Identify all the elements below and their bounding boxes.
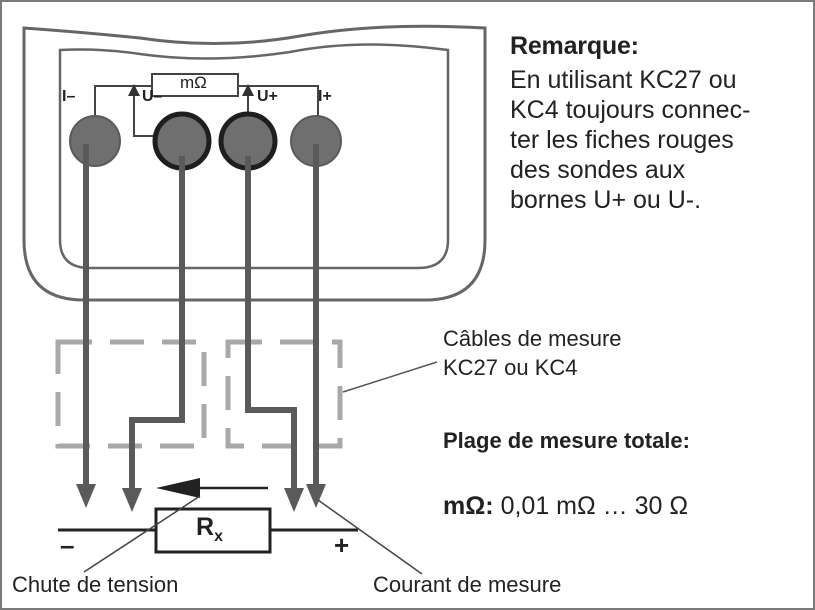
sense-arrow-minus	[128, 84, 140, 96]
device-housing	[22, 24, 487, 302]
rx-main: R	[196, 513, 215, 541]
range-value-line: mΩ: 0,01 mΩ … 30 Ω	[443, 492, 688, 521]
rx-resistor	[154, 507, 272, 554]
voltage-drop-label: Chute de tension	[12, 572, 179, 597]
range-title: Plage de mesure totale:	[443, 428, 690, 453]
terminal-label-u-plus: U+	[257, 88, 278, 105]
remark-line-2: KC4 toujours connec-	[510, 96, 751, 124]
sense-arrow-plus	[242, 84, 254, 96]
remark-line-1: En utilisant KC27 ou	[510, 66, 737, 94]
cables-label: Câbles de mesure KC27 ou KC4	[443, 324, 622, 382]
device-inner-panel	[58, 43, 450, 270]
current-leader	[317, 499, 423, 575]
remark-text: En utilisant KC27 ou KC4 toujours connec…	[510, 65, 750, 215]
plus-sign: +	[334, 530, 350, 560]
terminal-label-i-minus: I–	[62, 88, 76, 105]
arrowhead-i-minus	[76, 484, 96, 508]
cable-u-plus	[245, 156, 297, 488]
sense-wire-minus	[133, 92, 160, 137]
terminal-label-i-plus: I+	[318, 88, 332, 105]
rx-sub: x	[214, 528, 223, 545]
remark-block: Remarque: En utilisant KC27 ou KC4 toujo…	[510, 32, 750, 215]
terminal-i-minus-plug[interactable]	[69, 115, 121, 167]
measurement-cables	[83, 144, 319, 488]
range-value: 0,01 mΩ … 30 Ω	[500, 492, 689, 520]
remark-line-5: bornes U+ ou U-.	[510, 186, 702, 214]
remark-title: Remarque:	[510, 32, 639, 60]
voltage-drop-leader	[83, 495, 201, 573]
cable-arrowheads	[76, 484, 326, 512]
terminal-label-u-minus: U–	[142, 88, 163, 105]
milliohm-label: mΩ	[180, 73, 207, 92]
remark-line-4: des sondes aux	[510, 156, 686, 184]
rx-label: Rx	[196, 513, 223, 546]
cable-u-minus	[129, 156, 185, 488]
range-prefix: mΩ:	[443, 492, 494, 520]
voltage-drop-arrowhead	[156, 478, 200, 498]
milliohm-resistor-box	[151, 73, 239, 97]
cables-label-line-1: Câbles de mesure	[443, 326, 622, 351]
cables-pointer-line	[342, 361, 438, 393]
arrowhead-u-plus	[284, 488, 304, 512]
cables-label-line-2: KC27 ou KC4	[443, 355, 578, 380]
cable-box-right	[225, 339, 343, 449]
minus-sign: –	[60, 530, 75, 560]
remark-line-3: ter les fiches rouges	[510, 126, 734, 154]
current-label: Courant de mesure	[373, 572, 562, 597]
arrowhead-u-minus	[122, 488, 142, 512]
arrowhead-i-plus	[306, 484, 326, 508]
